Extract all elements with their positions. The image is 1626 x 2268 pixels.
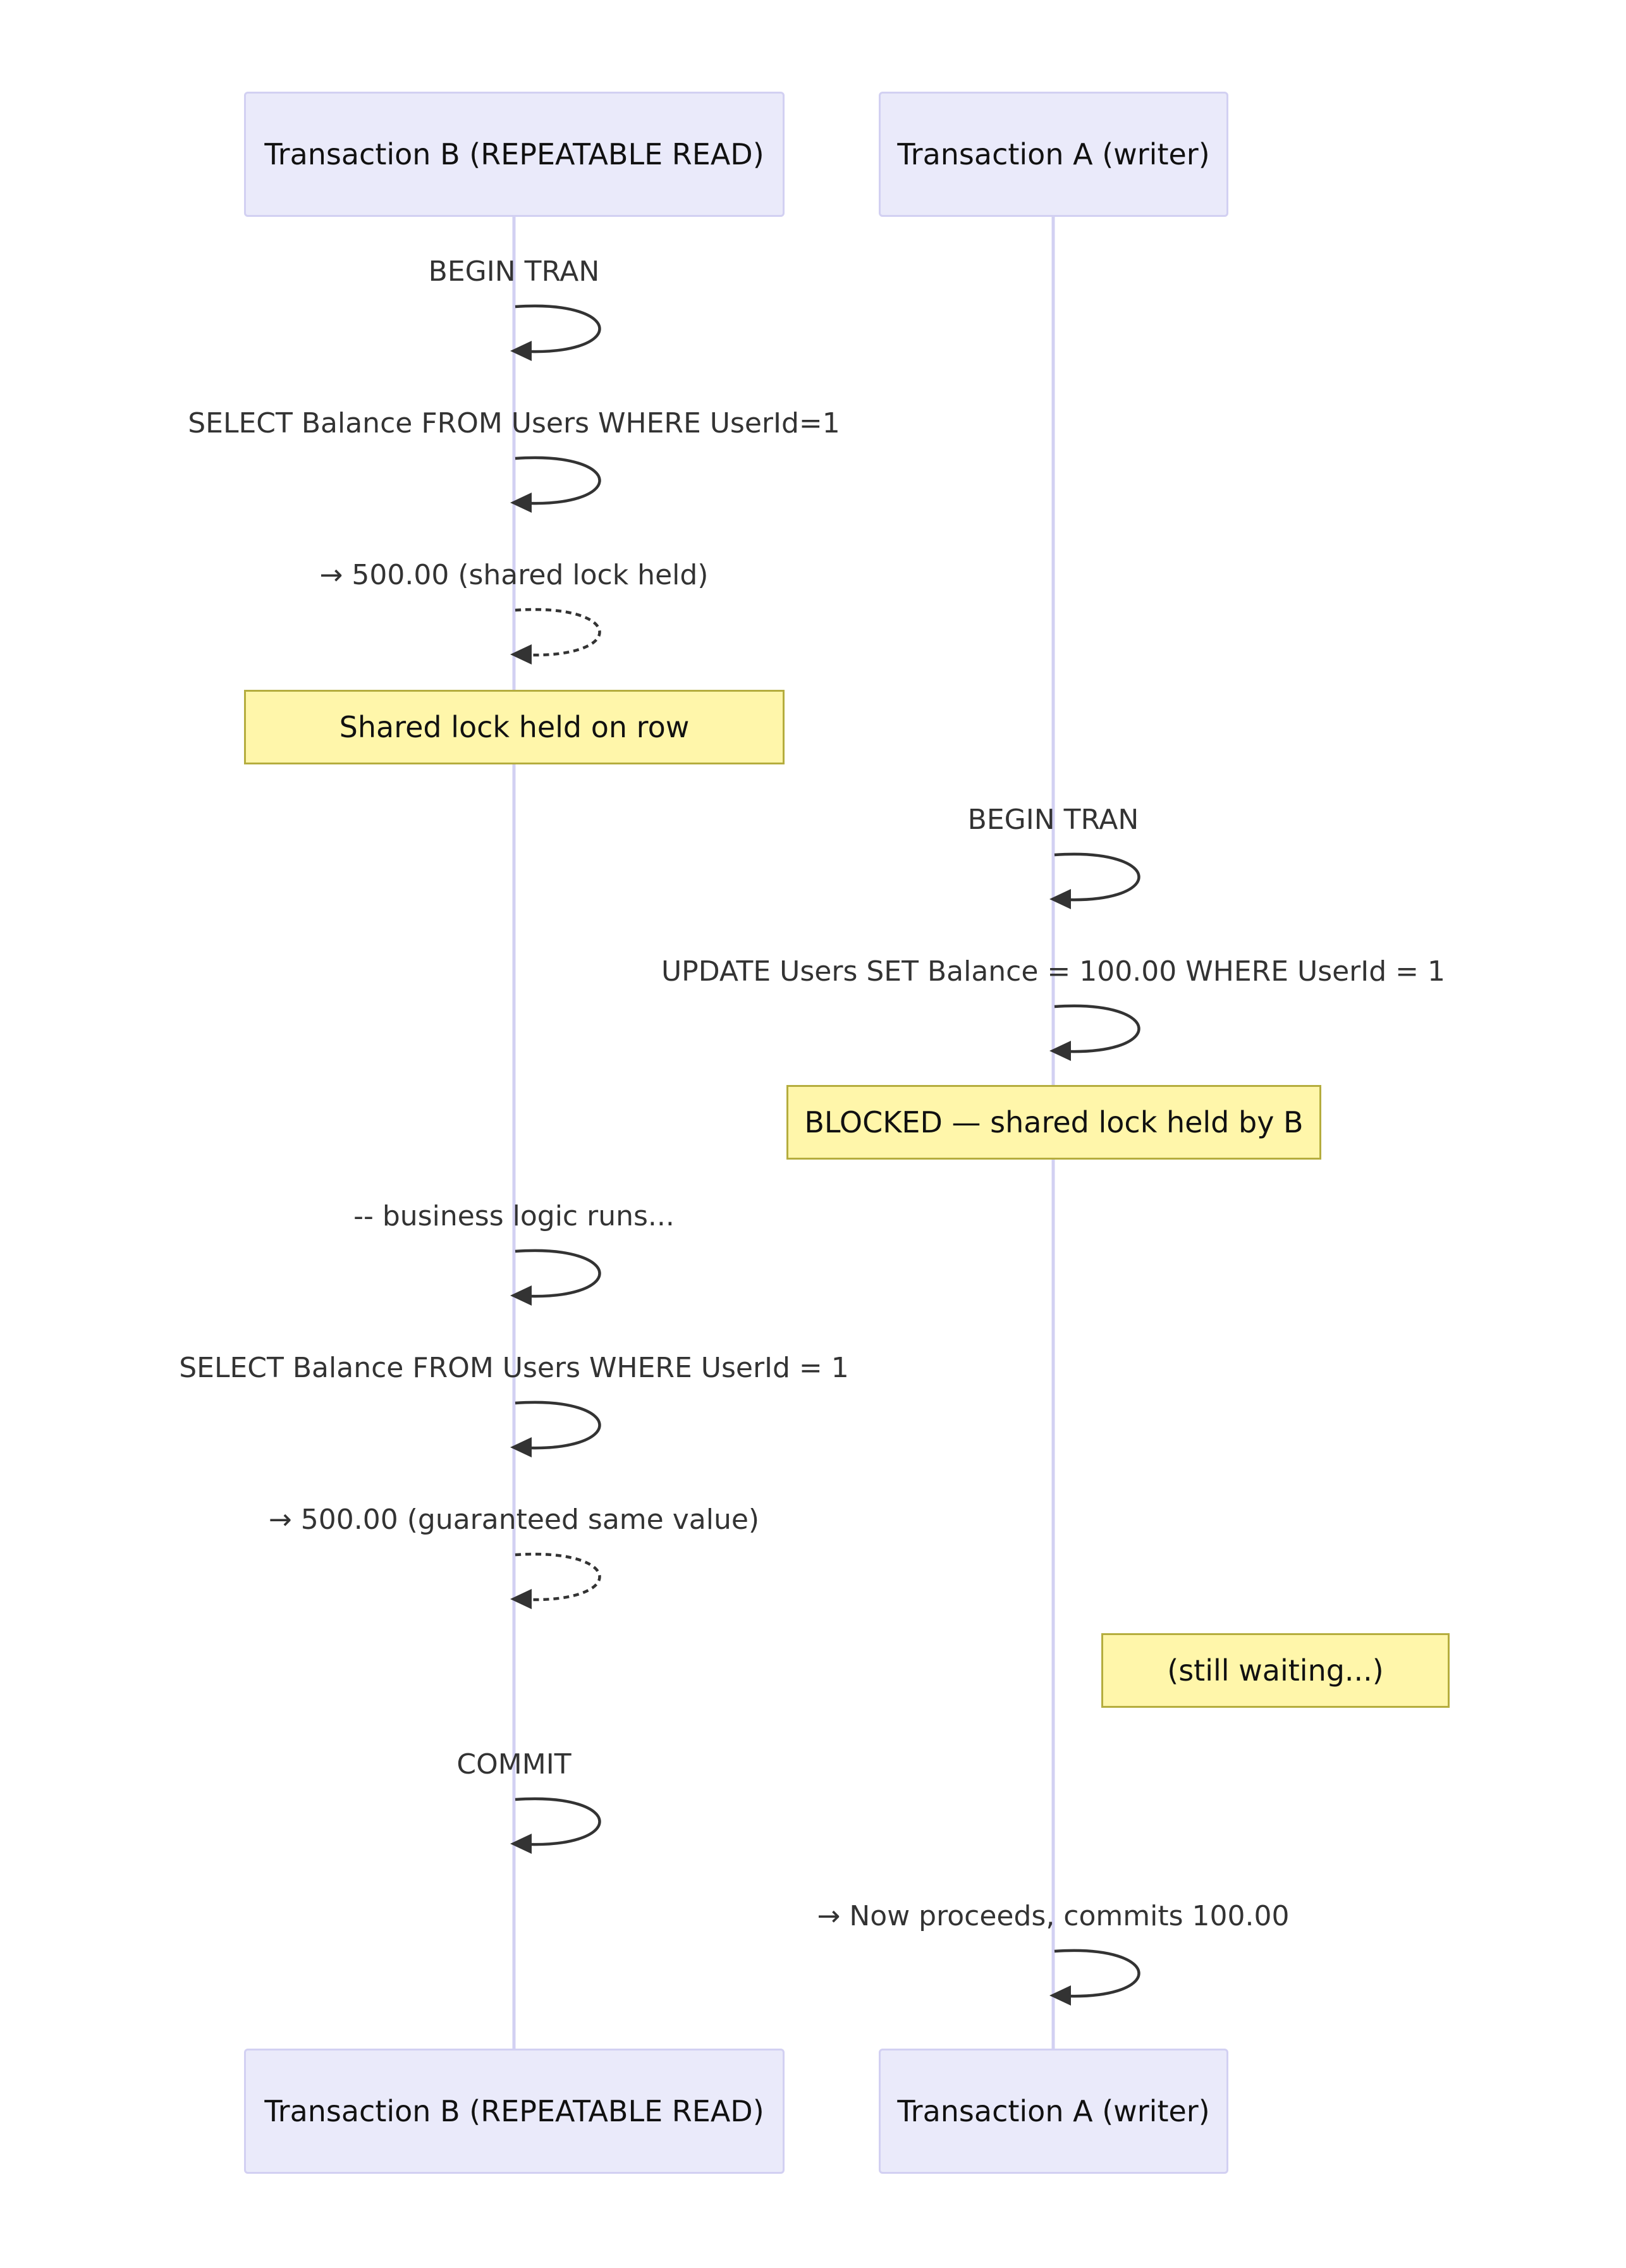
self-reply-arrow: [515, 1552, 601, 1602]
self-message-arrow: [1054, 852, 1140, 902]
self-message-arrow: [515, 456, 601, 505]
note: Shared lock held on row: [244, 690, 785, 764]
participant-label: Transaction A (writer): [897, 2094, 1210, 2128]
arrowhead: [510, 341, 532, 361]
message-label: → Now proceeds, commits 100.00: [817, 1900, 1290, 1932]
self-message-arrow: [515, 1797, 601, 1846]
note-text: BLOCKED — shared lock held by B: [804, 1105, 1304, 1139]
note: (still waiting...): [1101, 1633, 1450, 1708]
message-label: UPDATE Users SET Balance = 100.00 WHERE …: [661, 955, 1446, 988]
message-label: → 500.00 (guaranteed same value): [268, 1504, 760, 1536]
self-message-arrow: [515, 1249, 601, 1298]
arrowhead: [510, 493, 532, 513]
participant-label: Transaction B (REPEATABLE READ): [264, 137, 764, 171]
arrowhead: [510, 644, 532, 665]
self-message-arrow: [515, 1401, 601, 1450]
note: BLOCKED — shared lock held by B: [786, 1085, 1321, 1160]
message-label: SELECT Balance FROM Users WHERE UserId=1: [188, 407, 840, 439]
message-label: BEGIN TRAN: [428, 255, 600, 288]
self-reply-arrow: [515, 608, 601, 657]
self-message-arrow: [515, 304, 601, 353]
message-label: → 500.00 (shared lock held): [319, 559, 709, 591]
arrowhead: [510, 1285, 532, 1306]
self-message-arrow: [1054, 1949, 1140, 1998]
participant-A-top: Transaction A (writer): [879, 92, 1228, 217]
participant-A-bottom: Transaction A (writer): [879, 2049, 1228, 2174]
participant-label: Transaction A (writer): [897, 137, 1210, 171]
participant-label: Transaction B (REPEATABLE READ): [264, 2094, 764, 2128]
note-text: Shared lock held on row: [339, 710, 690, 744]
participant-B-bottom: Transaction B (REPEATABLE READ): [244, 2049, 785, 2174]
arrowhead: [1049, 1985, 1071, 2006]
arrowhead: [510, 1589, 532, 1609]
message-label: -- business logic runs...: [353, 1200, 675, 1232]
message-label: SELECT Balance FROM Users WHERE UserId =…: [179, 1352, 849, 1384]
arrowhead: [510, 1834, 532, 1854]
arrowhead: [510, 1437, 532, 1457]
message-label: COMMIT: [456, 1748, 572, 1781]
participant-B-top: Transaction B (REPEATABLE READ): [244, 92, 785, 217]
note-text: (still waiting...): [1167, 1653, 1384, 1688]
message-label: BEGIN TRAN: [967, 804, 1139, 836]
self-message-arrow: [1054, 1004, 1140, 1053]
arrowhead: [1049, 1041, 1071, 1061]
arrowhead: [1049, 889, 1071, 909]
